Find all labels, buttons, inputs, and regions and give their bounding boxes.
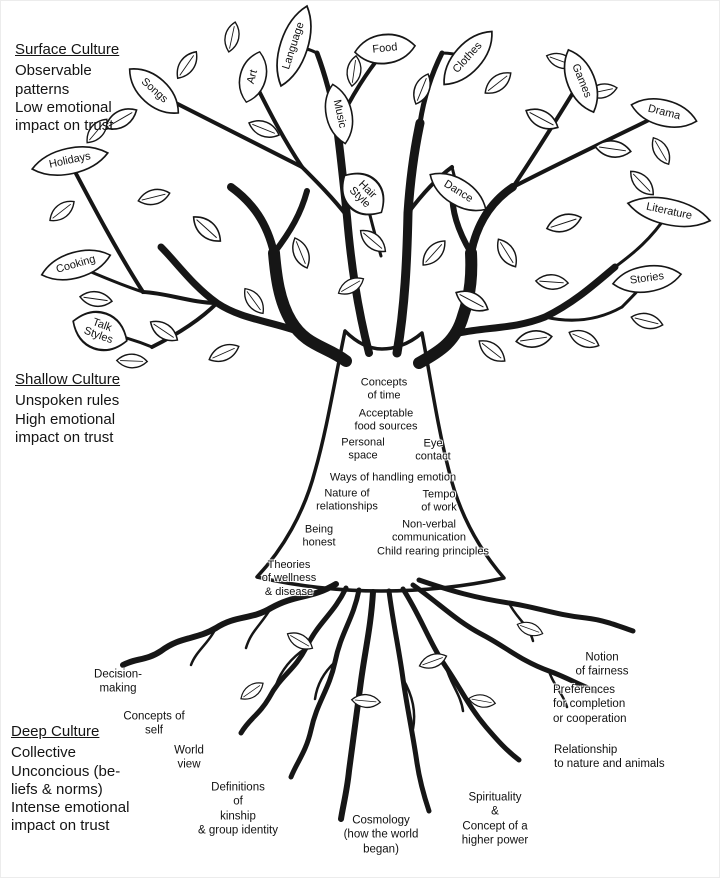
shallow-item-ways-of-handling-emotion: Ways of handling emotion [329, 471, 457, 484]
shallow-item-child-rearing-principles: Child rearing principles [377, 545, 489, 558]
shallow-culture-heading: Shallow Culture [15, 371, 121, 388]
surface-culture-heading: Surface Culture [15, 41, 120, 58]
deep-item-decision-making: Decision-making [94, 668, 142, 695]
labeled-leaves-group [28, 1, 714, 360]
deep-culture-heading: Deep Culture [11, 723, 100, 740]
roots-group [120, 577, 636, 822]
trunk-shape [255, 329, 506, 593]
